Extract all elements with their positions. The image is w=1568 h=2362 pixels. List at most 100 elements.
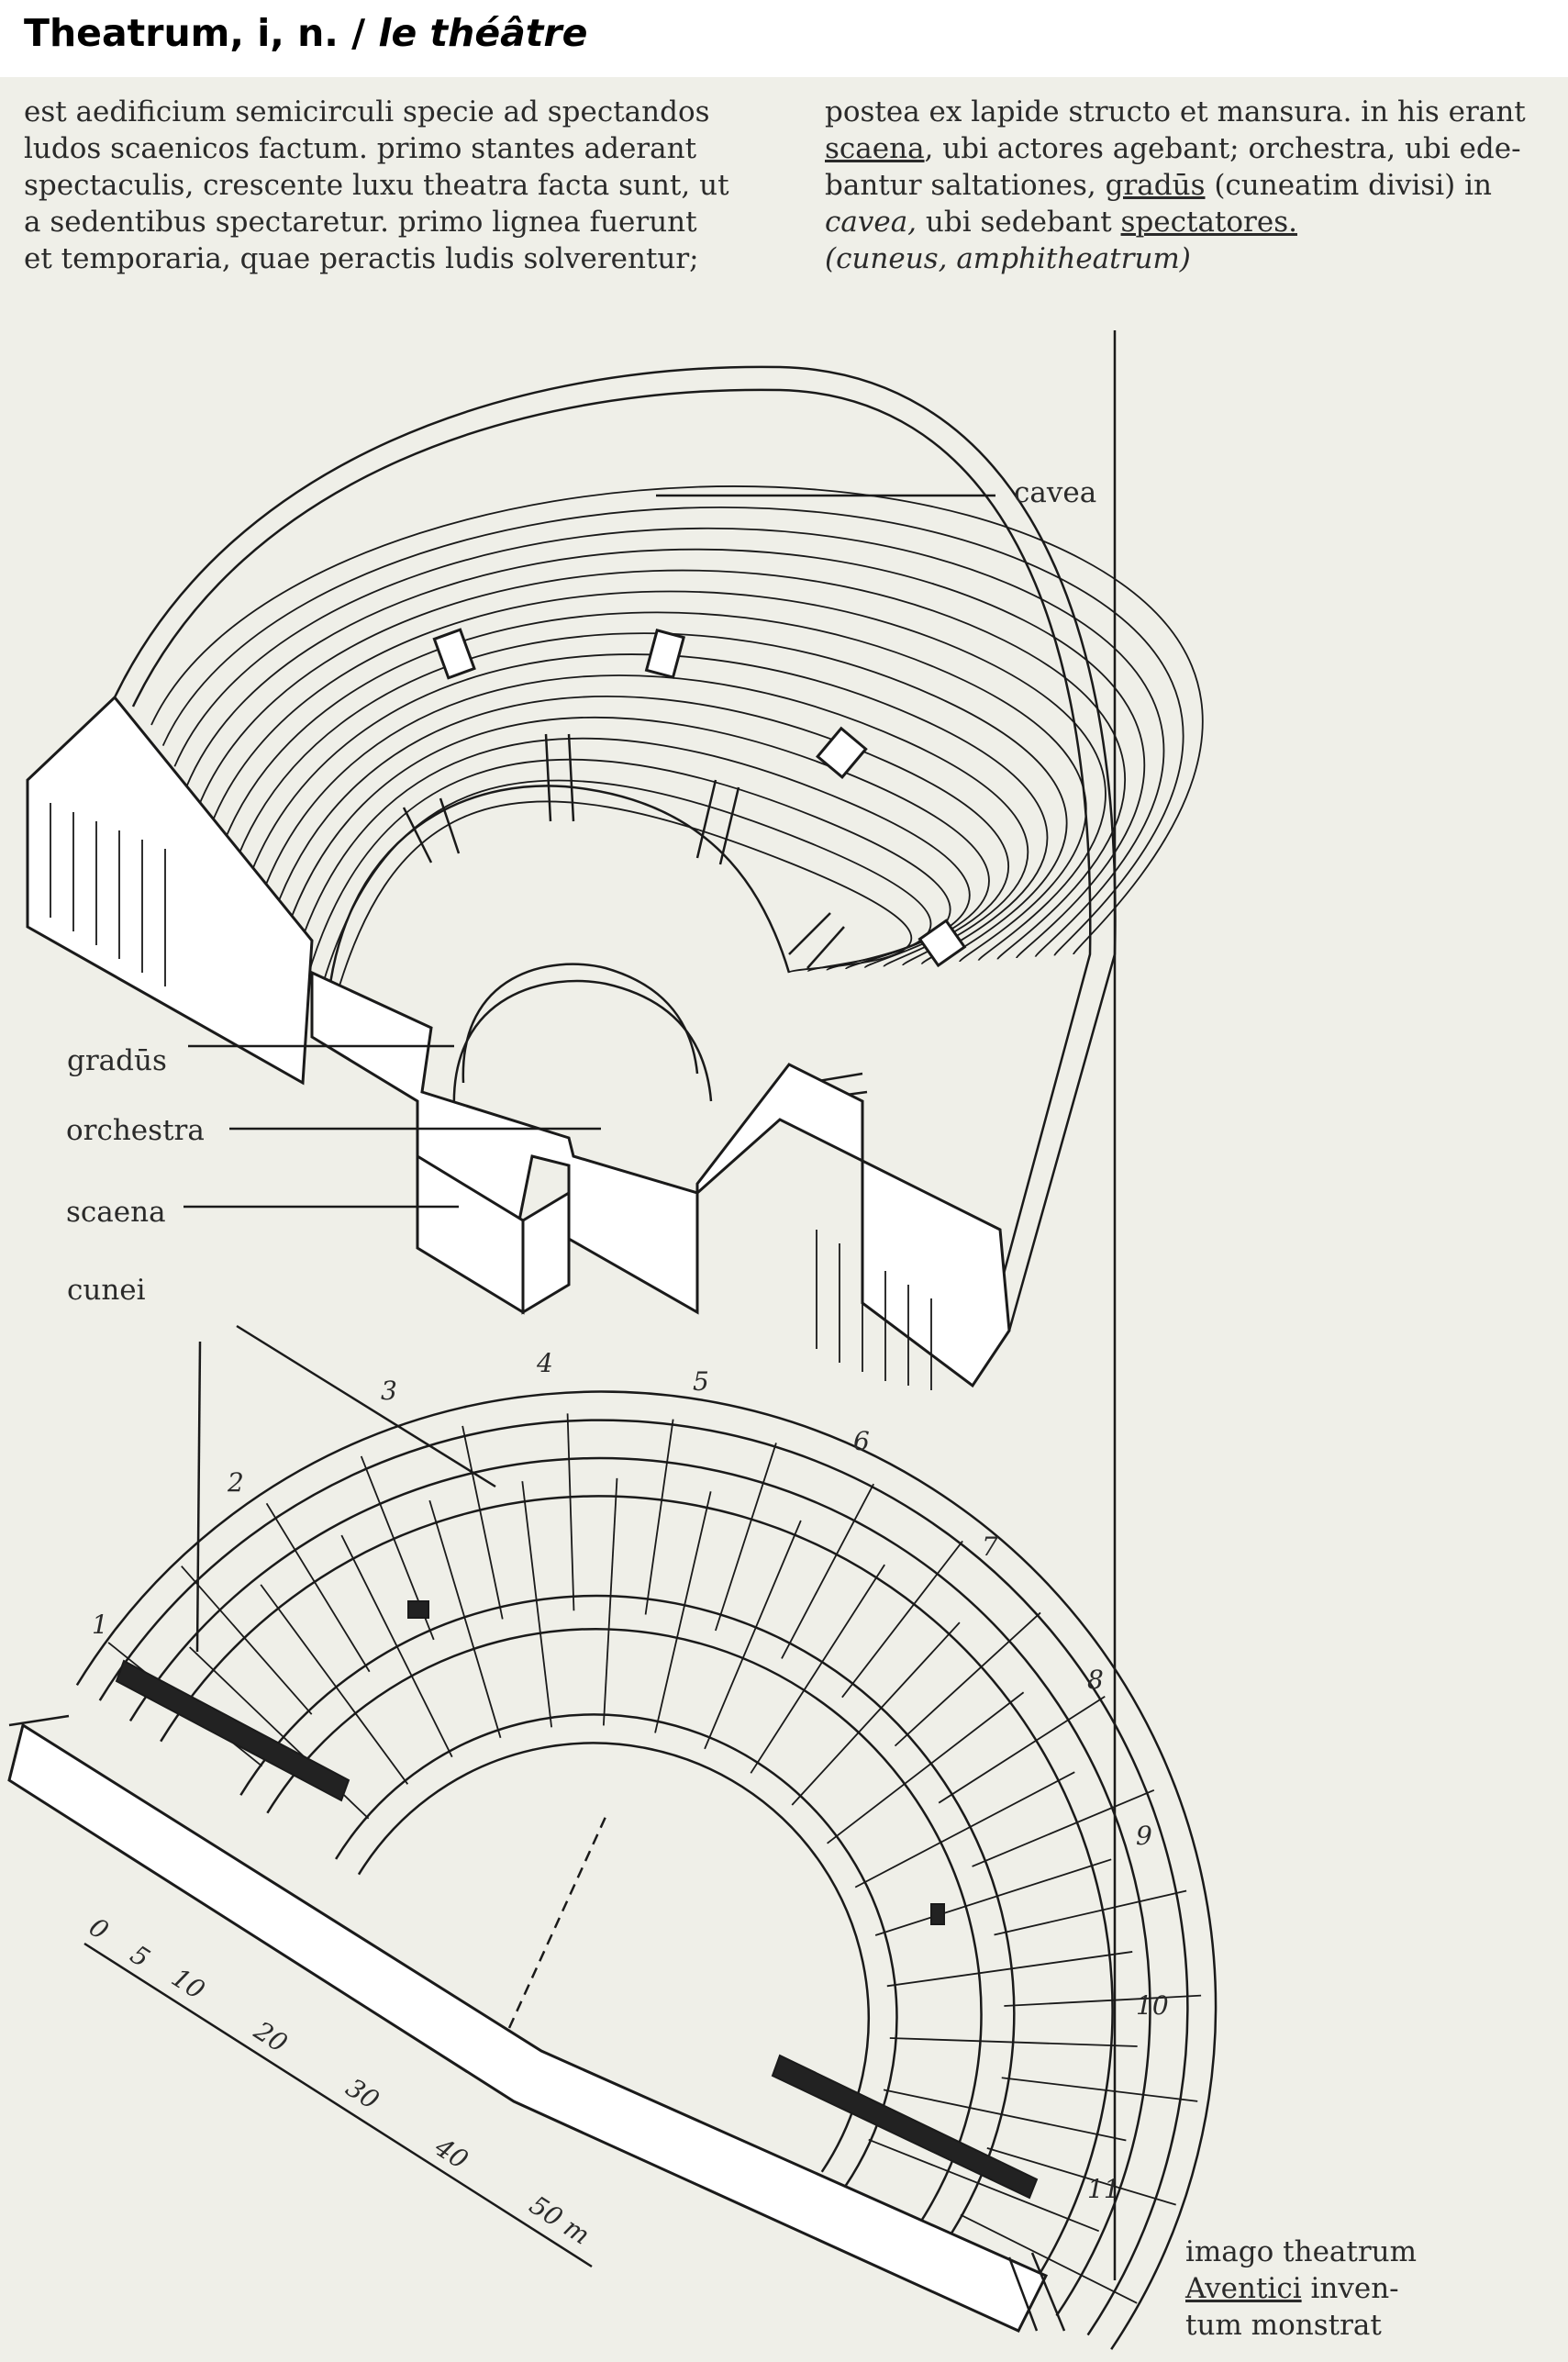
plan-radial-wall <box>715 1443 777 1632</box>
scale-tick: 40 <box>428 2132 473 2176</box>
term-scaena: scaena <box>825 132 925 165</box>
text-line: a sedentibus spectaretur. primo lignea f… <box>24 206 697 239</box>
text-line: scaena, ubi actores agebant; orchestra, … <box>825 132 1521 165</box>
seat-row <box>185 548 1146 959</box>
plan-radial-wall <box>750 1564 885 1774</box>
plan-radial-wall <box>602 1477 618 1726</box>
plan-marker <box>407 1600 429 1619</box>
text-line: bantur saltationes, gradūs (cuneatim div… <box>825 169 1493 202</box>
plan-radial-wall <box>428 1499 502 1739</box>
caption-line: Aventici inven- <box>1185 2272 1399 2305</box>
vomitorium <box>644 629 686 679</box>
plan-radial-wall <box>972 1788 1155 1867</box>
plan-radial-wall <box>960 2213 1138 2304</box>
scale-line <box>83 1942 593 2268</box>
plan-radial-wall <box>704 1520 802 1750</box>
label-orchestra: orchestra <box>66 1114 205 1147</box>
plan-radial-wall <box>854 1771 1075 1888</box>
caption-aventici: Aventici <box>1185 2272 1302 2305</box>
plan-ring <box>98 1419 1189 2336</box>
plan-radial-wall <box>841 1540 963 1699</box>
term-spectatores: spectatores. <box>1120 206 1297 239</box>
label-scaena: scaena <box>66 1196 166 1229</box>
aisle <box>544 733 575 822</box>
aisle <box>402 797 461 863</box>
seat-row <box>208 590 1106 962</box>
page-title: Theatrum, i, n. / le théâtre <box>24 11 588 55</box>
label-cavea: cavea <box>1014 476 1097 509</box>
scale-tick: 5 <box>125 1939 155 1973</box>
seat-row <box>278 717 990 969</box>
plan-marker <box>930 1903 945 1925</box>
caption-line: tum monstrat <box>1185 2309 1382 2342</box>
plan-number: 8 <box>1087 1665 1104 1695</box>
plan-ring <box>160 1495 1114 2298</box>
plan-radial-wall <box>654 1491 712 1733</box>
text-line: et temporaria, quae peractis ludis solve… <box>24 242 699 275</box>
plan-radial-wall <box>1001 2077 1198 2102</box>
seat-row <box>196 569 1127 960</box>
plan-sector-numbers: 1 2 3 4 5 6 7 8 9 10 11 <box>92 1348 1169 2204</box>
text-column-left: est aedificium semicirculi specie ad spe… <box>24 94 729 277</box>
seat-row <box>231 632 1068 964</box>
aisle <box>695 779 740 865</box>
seat-row <box>161 506 1184 956</box>
term-cavea: cavea, <box>825 206 917 239</box>
plan-number: 6 <box>853 1426 870 1456</box>
scale-tick: 0 <box>83 1911 114 1945</box>
plan-radial-wall <box>938 1696 1106 1804</box>
plan-radial-wall <box>265 1502 371 1673</box>
plan-number: 9 <box>1136 1821 1152 1851</box>
plan-radial-wall <box>340 1534 453 1758</box>
seat-row <box>220 611 1087 963</box>
text-line: postea ex lapide structo et mansura. in … <box>825 95 1526 128</box>
plan-radial-wall <box>886 1951 1133 1988</box>
cavea-outer-rim <box>113 365 1117 1331</box>
plan-radial-wall <box>827 1691 1025 1844</box>
plan-radial-wall <box>521 1481 553 1728</box>
plan-left-hall-dark <box>115 1659 350 1802</box>
plan-number: 5 <box>693 1366 709 1397</box>
plan-radial-wall <box>644 1419 674 1615</box>
plan-radial-wall <box>894 1611 1041 1747</box>
seat-row <box>325 800 913 1038</box>
plan-radial-wall <box>883 2089 1127 2142</box>
vomitorium <box>432 628 476 680</box>
plan-radial-wall <box>889 2037 1138 2047</box>
figure-caption: imago theatrum Aventici inven- tum monst… <box>1185 2234 1417 2344</box>
plan-axis <box>507 1816 607 2029</box>
plan-number: 3 <box>381 1376 397 1406</box>
title-french: le théâtre <box>378 11 588 55</box>
page-header: Theatrum, i, n. / le théâtre <box>0 0 1568 77</box>
seat-row <box>243 653 1049 965</box>
label-cunei: cunei <box>67 1274 146 1307</box>
seat-row <box>173 527 1165 958</box>
plan-number: 2 <box>227 1467 244 1498</box>
plan-ring <box>357 1742 870 2173</box>
text-line-crossref: (cuneus, amphitheatrum) <box>825 242 1191 275</box>
text-line: ludos scaenicos factum. primo stantes ad… <box>24 132 697 165</box>
plan-radial-wall <box>791 1621 961 1806</box>
theatre-perspective-drawing <box>26 365 1204 1390</box>
vomitorium <box>917 919 967 968</box>
plan-radial-wall <box>1004 1994 1202 2007</box>
plan-number: 4 <box>536 1348 553 1378</box>
plan-radial-wall <box>781 1483 874 1659</box>
plan-ring <box>75 1390 1218 2350</box>
term-gradus: gradūs <box>1105 169 1206 202</box>
text-line: est aedificium semicirculi specie ad spe… <box>24 95 710 128</box>
plan-radial-wall <box>566 1413 575 1611</box>
plan-number: 1 <box>92 1610 108 1640</box>
plan-radial-wall <box>181 1565 313 1715</box>
text-line: spectaculis, crescente luxu theatra fact… <box>24 169 729 202</box>
aisle <box>788 912 845 969</box>
plan-radial-wall <box>260 1584 409 1785</box>
label-gradus: gradūs <box>67 1044 167 1077</box>
plan-radial-wall <box>986 2146 1176 2206</box>
plan-number: 10 <box>1136 1990 1169 2021</box>
plan-number: 7 <box>982 1532 998 1562</box>
seat-row <box>290 737 971 975</box>
caption-line: imago theatrum <box>1185 2235 1418 2268</box>
theatre-ground-plan <box>7 1390 1218 2350</box>
